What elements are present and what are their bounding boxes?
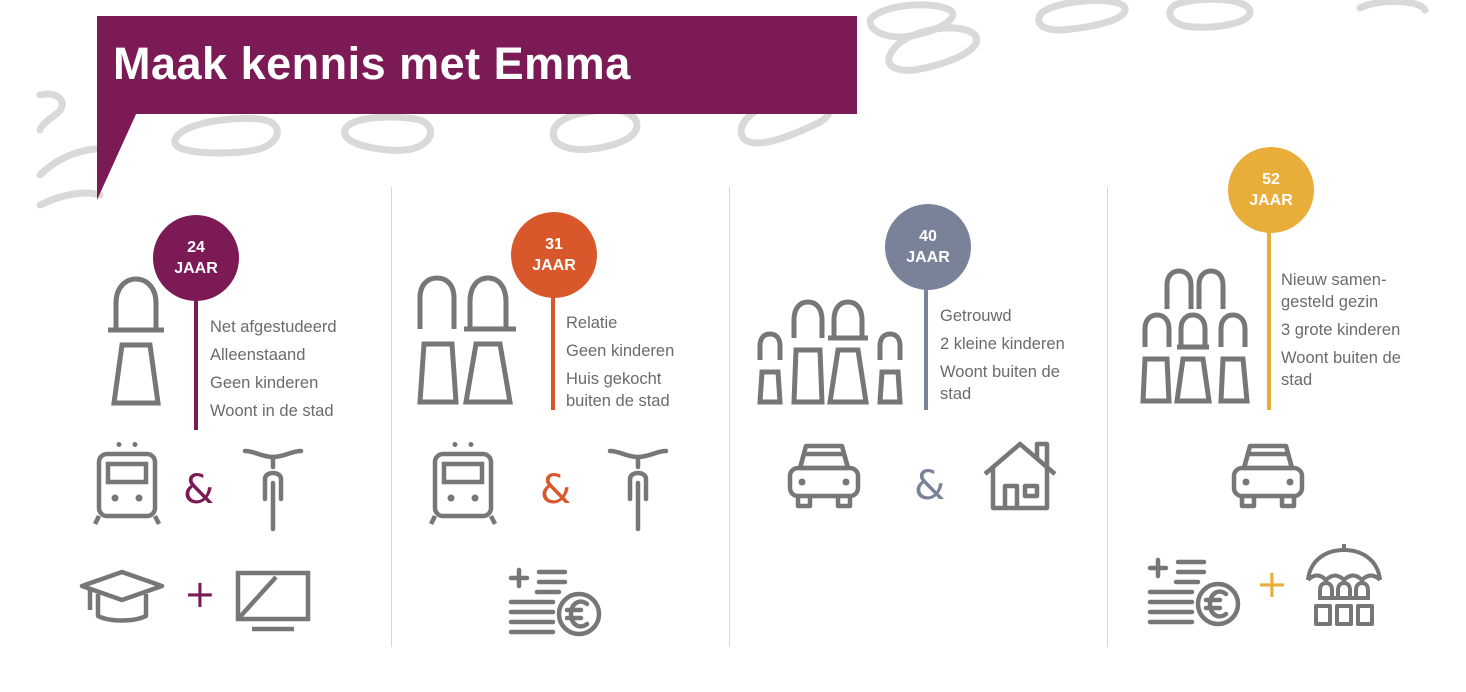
description-line: 3 grote kinderen [1281, 321, 1401, 339]
description-line: gesteld gezin [1281, 293, 1379, 311]
blended-family-icon [1141, 267, 1249, 405]
banner-tail-decoration [97, 112, 137, 200]
age-number: 24 [187, 239, 205, 256]
age-unit: JAAR [174, 260, 218, 277]
plus-connector: + [1256, 562, 1288, 606]
description-line: stad [940, 385, 972, 403]
description-line: Alleenstaand [210, 346, 306, 364]
age-badge: 52 JAAR [1228, 147, 1314, 233]
car-icon [1230, 440, 1306, 512]
house-icon [983, 440, 1057, 510]
description-line: stad [1281, 371, 1313, 389]
stage-description: Nieuw samen- gesteld gezin 3 grote kinde… [1281, 269, 1401, 397]
age-badge: 31 JAAR [511, 212, 597, 298]
graduation-cap-icon [80, 568, 164, 624]
description-line: Geen kinderen [210, 374, 319, 392]
title-banner: Maak kennis met Emma [97, 16, 857, 114]
train-icon [431, 442, 495, 526]
description-line: buiten de stad [566, 392, 670, 410]
couple-icon [416, 274, 520, 406]
description-line: Net afgestudeerd [210, 318, 337, 336]
age-badge: 24 JAAR [153, 215, 239, 301]
age-unit: JAAR [532, 257, 576, 274]
description-line: Woont in de stad [210, 402, 334, 420]
and-connector: & [540, 467, 572, 513]
bicycle-icon [608, 445, 668, 531]
description-line: 2 kleine kinderen [940, 335, 1065, 353]
tv-screen-icon [236, 571, 310, 631]
description-line: Getrouwd [940, 307, 1012, 325]
stage-description: Getrouwd 2 kleine kinderen Woont buiten … [940, 305, 1065, 411]
stage-description: Relatie Geen kinderen Huis gekocht buite… [566, 312, 674, 418]
description-line: Nieuw samen- [1281, 271, 1387, 289]
age-timeline-stem [1267, 230, 1271, 410]
age-timeline-stem [924, 288, 928, 410]
description-line: Woont buiten de [940, 363, 1060, 381]
age-unit: JAAR [906, 249, 950, 266]
column-divider [391, 187, 392, 647]
description-line: Huis gekocht [566, 370, 662, 388]
stage-description: Net afgestudeerd Alleenstaand Geen kinde… [210, 316, 337, 428]
and-connector: & [183, 467, 215, 513]
page-title: Maak kennis met Emma [113, 38, 631, 89]
single-person-icon [106, 275, 166, 407]
description-line: Woont buiten de [1281, 349, 1401, 367]
column-divider [729, 187, 730, 647]
description-line: Relatie [566, 314, 618, 332]
age-number: 31 [545, 236, 563, 253]
car-icon [786, 440, 862, 512]
age-number: 40 [919, 228, 937, 245]
age-badge: 40 JAAR [885, 204, 971, 290]
bicycle-icon [243, 445, 303, 531]
money-coin-icon [1146, 556, 1242, 626]
age-timeline-stem [551, 296, 555, 410]
age-number: 52 [1262, 171, 1280, 188]
family-umbrella-icon [1306, 540, 1382, 628]
column-divider [1107, 187, 1108, 647]
and-connector: & [914, 463, 946, 509]
age-timeline-stem [194, 298, 198, 430]
family-icon [756, 298, 904, 406]
money-coin-icon [507, 566, 603, 636]
plus-connector: + [184, 572, 216, 616]
train-icon [95, 442, 159, 526]
description-line: Geen kinderen [566, 342, 675, 360]
age-unit: JAAR [1249, 192, 1293, 209]
